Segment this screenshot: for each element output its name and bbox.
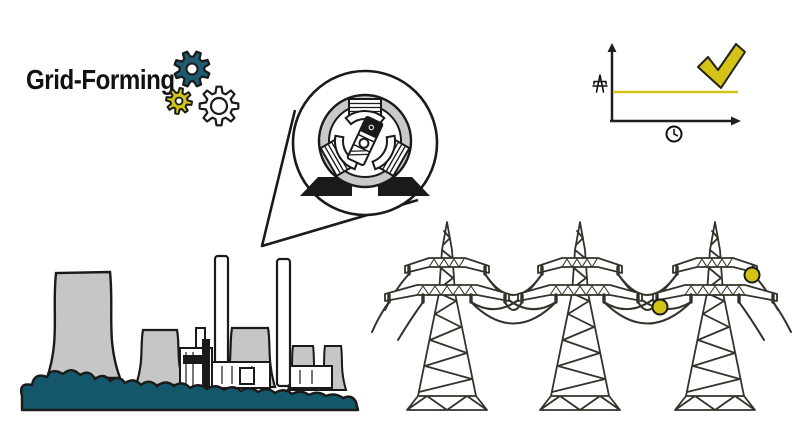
- clock-icon: [665, 125, 683, 143]
- power-plant-illustration: [19, 254, 360, 412]
- power-line-marker-icon: [651, 298, 669, 316]
- cooling-tower-icon: [45, 270, 122, 380]
- gear-cluster: [165, 50, 240, 127]
- gear-icon: [165, 87, 193, 115]
- stability-chart: [592, 43, 746, 143]
- cooling-tower-icon: [134, 328, 186, 387]
- y-axis-arrow: [607, 43, 617, 52]
- checkmark-icon: [697, 43, 746, 89]
- gear-icon: [198, 85, 240, 127]
- transmission-tower-icon: [383, 220, 511, 412]
- x-axis-arrow: [731, 116, 741, 126]
- generator-foot: [378, 177, 430, 196]
- power-line-icon: [371, 273, 792, 341]
- generator-icon: [300, 93, 430, 196]
- chimney-icon: [213, 254, 292, 388]
- page-title: Grid-Forming: [26, 64, 175, 95]
- vegetation: [19, 369, 360, 412]
- gear-icon: [173, 50, 211, 88]
- transmission-tower-icon: [592, 74, 608, 93]
- generator-foot: [300, 177, 352, 196]
- power-grid: [371, 220, 792, 412]
- chart-axes: [610, 50, 733, 123]
- power-line-marker-icon: [743, 266, 761, 284]
- zoom-callout-icon: [260, 69, 439, 248]
- power-line-markers: [651, 266, 761, 316]
- plant-buildings: [179, 327, 333, 391]
- rotor-icon: [346, 116, 384, 166]
